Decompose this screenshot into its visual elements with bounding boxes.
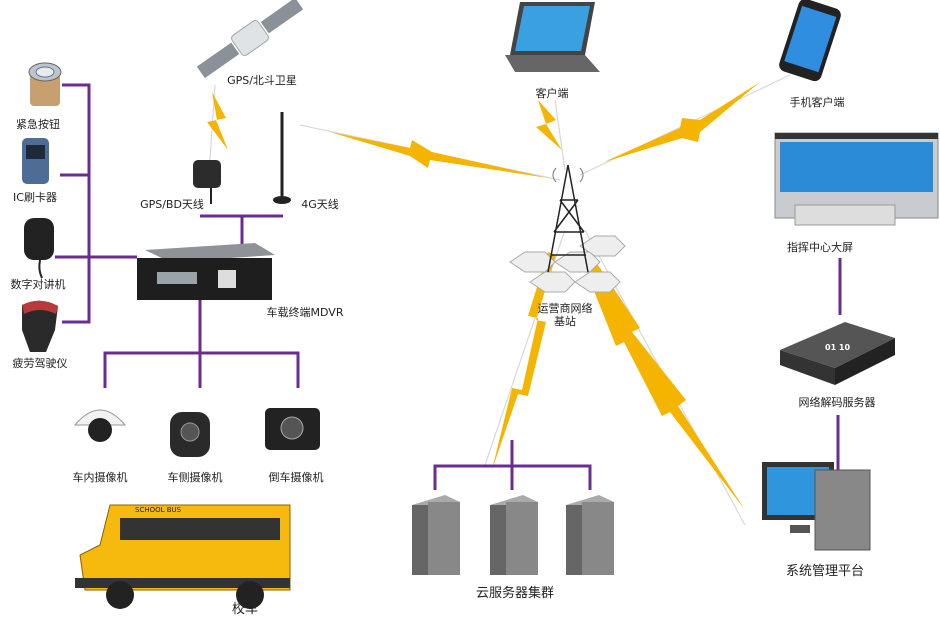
side-camera-icon <box>170 412 210 457</box>
label-school-bus: 校车 <box>231 602 259 617</box>
bus-sign: SCHOOL BUS <box>135 506 182 514</box>
lightning-icon <box>536 100 562 150</box>
label-reversing-camera: 倒车摄像机 <box>268 471 324 484</box>
desktop-computer-icon <box>762 462 871 551</box>
label-mdvr: 车载终端MDVR <box>266 306 344 319</box>
mdvr-terminal-icon <box>137 243 275 300</box>
laptop-icon <box>505 2 600 72</box>
wireless-signals <box>207 82 760 510</box>
gps-antenna-icon <box>193 160 221 204</box>
label-interior-camera: 车内摄像机 <box>72 471 128 484</box>
lightning-icon <box>492 252 556 470</box>
label-satellite: GPS/北斗卫星 <box>227 74 297 87</box>
label-digital-intercom: 数字对讲机 <box>10 278 66 291</box>
server-tower-icon <box>412 495 460 575</box>
server-tower-icon <box>566 495 614 575</box>
wired-connections <box>55 83 842 490</box>
label-decoder-server: 网络解码服务器 <box>798 396 876 409</box>
lightning-icon <box>604 82 760 162</box>
fatigue-monitor-icon <box>22 300 58 352</box>
label-base-station: 运营商网络基站 <box>538 302 593 328</box>
label-fatigue-monitor: 疲劳驾驶仪 <box>12 357 68 370</box>
reversing-camera-icon <box>265 408 320 450</box>
server-tower-icon <box>490 495 538 575</box>
decoder-server-icon: 01 10 <box>780 322 895 385</box>
satellite-icon <box>196 0 304 79</box>
decoder-glyph: 01 10 <box>825 343 850 352</box>
lightning-icon <box>330 132 548 178</box>
signal-lines <box>209 74 791 526</box>
label-base-station-line1: 运营商网络 <box>537 302 593 315</box>
handheld-microphone-icon <box>24 218 54 279</box>
label-cloud-cluster: 云服务器集群 <box>475 586 555 601</box>
video-wall-icon <box>774 132 939 226</box>
label-client: 客户端 <box>535 87 569 100</box>
dome-camera-icon <box>73 409 127 442</box>
label-management-platform: 系统管理平台 <box>785 564 865 579</box>
smartphone-icon <box>779 0 841 82</box>
label-ic-card-reader: IC刷卡器 <box>13 191 57 204</box>
lightning-icon <box>580 250 745 510</box>
label-side-camera: 车侧摄像机 <box>167 471 223 484</box>
school-bus-icon: SCHOOL BUS <box>75 504 291 609</box>
label-mobile-client: 手机客户端 <box>789 96 845 109</box>
emergency-button-icon <box>28 62 62 106</box>
4g-antenna-icon <box>273 112 291 204</box>
label-gps-antenna: GPS/BD天线 <box>140 198 204 211</box>
ic-card-reader-icon <box>22 138 49 184</box>
cell-tower-icon <box>509 164 626 293</box>
label-emergency-button: 紧急按钮 <box>16 118 60 131</box>
lightning-icon <box>207 92 228 150</box>
label-base-station-line2: 基站 <box>554 315 576 328</box>
label-video-wall: 指挥中心大屏 <box>787 241 853 254</box>
label-4g-antenna: 4G天线 <box>301 198 339 211</box>
